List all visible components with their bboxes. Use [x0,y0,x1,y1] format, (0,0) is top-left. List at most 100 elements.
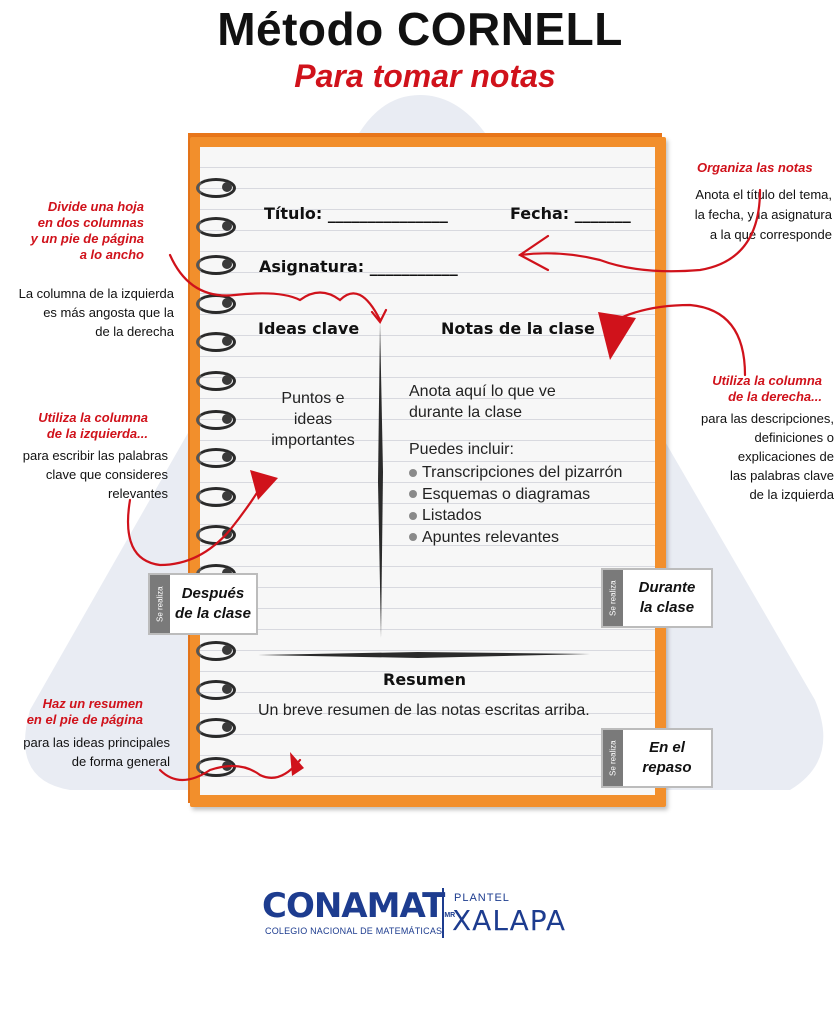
divide-body: La columna de la izquierda es más angost… [0,284,174,341]
list-item-label: Esquemas o diagramas [422,485,591,503]
organiza-title: Organiza las notas [697,160,813,175]
column-divider [378,322,383,638]
badge-line-2: la clase [639,599,695,616]
resumen-title-line-2: en el pie de página [26,712,143,727]
spiral-ring-icon [196,718,236,738]
badge-line-2: de la clase [175,605,251,622]
titulo-field: Título: _______________ [264,204,448,223]
ring-hole [222,336,232,346]
der-line-5: de la izquierda [749,487,834,502]
curved-arrow-icon [618,303,747,377]
page-subtitle: Para tomar notas [294,58,556,94]
organiza-line-3: a la que corresponde [709,227,832,242]
badge-line-1: Durante [638,579,696,596]
list-item-label: Apuntes relevantes [422,528,559,546]
resumen-note-line-2: de forma general [71,754,170,769]
divide-line-2: es más angosta que la [43,305,174,320]
curved-arrow-icon [168,253,382,322]
badge-line-2: repaso [642,759,692,776]
der-title-line-2: de la derecha... [728,389,822,404]
ideas-clave-heading: Ideas clave [258,319,360,338]
izq-title-line-2: de la izquierda... [46,426,148,441]
logo-plantel: PLANTEL [454,892,510,904]
fecha-field: Fecha: _______ [510,204,631,223]
curved-arrow-icon [598,312,636,360]
resumen-note-body: para las ideas principales de forma gene… [0,733,170,771]
bullet-dot-icon [409,533,417,542]
ring-hole [222,452,232,462]
logo-subtitle: COLEGIO NACIONAL DE MATEMÁTICAS [265,926,443,936]
list-item: Esquemas o diagramas [409,484,622,506]
ring-hole [222,491,232,501]
izq-line-2: clave que consideres [45,467,168,482]
curved-arrow-icon [250,470,278,500]
ring-hole [222,645,232,655]
logo-city: XALAPA [452,904,566,937]
divide-title-line-3: y un pie de página [30,231,144,246]
divide-line-3: de la derecha [95,324,174,339]
der-title: Utiliza la columna de la derecha... [672,373,822,405]
bullet-dot-icon [409,511,417,520]
puntos-ideas-text: Puntos e ideas importantes [258,388,368,451]
list-item-label: Listados [422,507,482,524]
anota-line-2: durante la clase [409,404,522,421]
curved-arrow-icon [290,752,304,776]
curved-arrow-icon [158,758,302,782]
list-item: Transcripciones del pizarrón [409,462,622,484]
ring-hole [222,375,232,385]
organiza-line-1: Anota el título del tema, [695,187,832,202]
ring-hole [222,259,232,269]
spiral-ring-icon [196,410,236,430]
izq-title-line-1: Utiliza la columna [38,410,148,425]
ring-hole [222,182,232,192]
logo-divider [442,888,444,938]
resumen-text: Un breve resumen de las notas escritas a… [258,702,590,719]
spiral-ring-icon [196,487,236,507]
notas-clase-heading: Notas de la clase [441,319,595,338]
curved-arrow-icon [370,308,388,325]
izq-line-3: relevantes [108,486,168,501]
der-line-4: las palabras clave [729,468,834,483]
der-line-2: definiciones o [754,430,835,445]
badge-label: En el repaso [623,730,711,786]
spiral-ring-icon [196,371,236,391]
ring-hole [222,722,232,732]
page-title: Método CORNELL [217,3,623,55]
organiza-body: Anota el título del tema, la fecha, y la… [660,185,832,245]
list-item: Listados [409,505,622,527]
anota-line-1: Anota aquí lo que ve [409,383,556,400]
spiral-ring-icon [196,680,236,700]
badge-line-1: En el [649,739,685,756]
puntos-line-2: ideas [293,411,333,428]
izq-title: Utiliza la columna de la izquierda... [10,410,148,442]
organiza-line-2: la fecha, y la asignatura [694,207,832,222]
resumen-note-title: Haz un resumen en el pie de página [10,696,143,728]
resumen-heading: Resumen [383,670,466,689]
curved-arrow-icon [518,188,762,273]
der-title-line-1: Utiliza la columna [712,373,822,388]
spiral-ring-icon [196,448,236,468]
badge-label: Durante la clase [623,570,711,626]
izq-line-1: para escribir las palabras [22,448,168,463]
resumen-title-line-1: Haz un resumen [42,696,143,711]
ring-hole [222,414,232,424]
divide-line-1: La columna de la izquierda [18,286,174,301]
resumen-note-line-1: para las ideas principales [23,735,170,750]
divide-title-line-2: en dos columnas [37,215,144,230]
spiral-ring-icon [196,641,236,661]
ring-hole [222,221,232,231]
spiral-ring-icon [196,255,236,275]
spiral-ring-icon [196,178,236,198]
izq-body: para escribir las palabras clave que con… [0,446,168,503]
ring-hole [222,298,232,308]
puedes-incluir-text: Puedes incluir: [409,441,514,458]
conamat-logo: CONAMATMR [262,886,455,926]
curved-arrow-icon [517,234,550,272]
anota-text: Anota aquí lo que ve durante la clase [409,381,556,423]
logo-mr: MR [444,912,456,919]
